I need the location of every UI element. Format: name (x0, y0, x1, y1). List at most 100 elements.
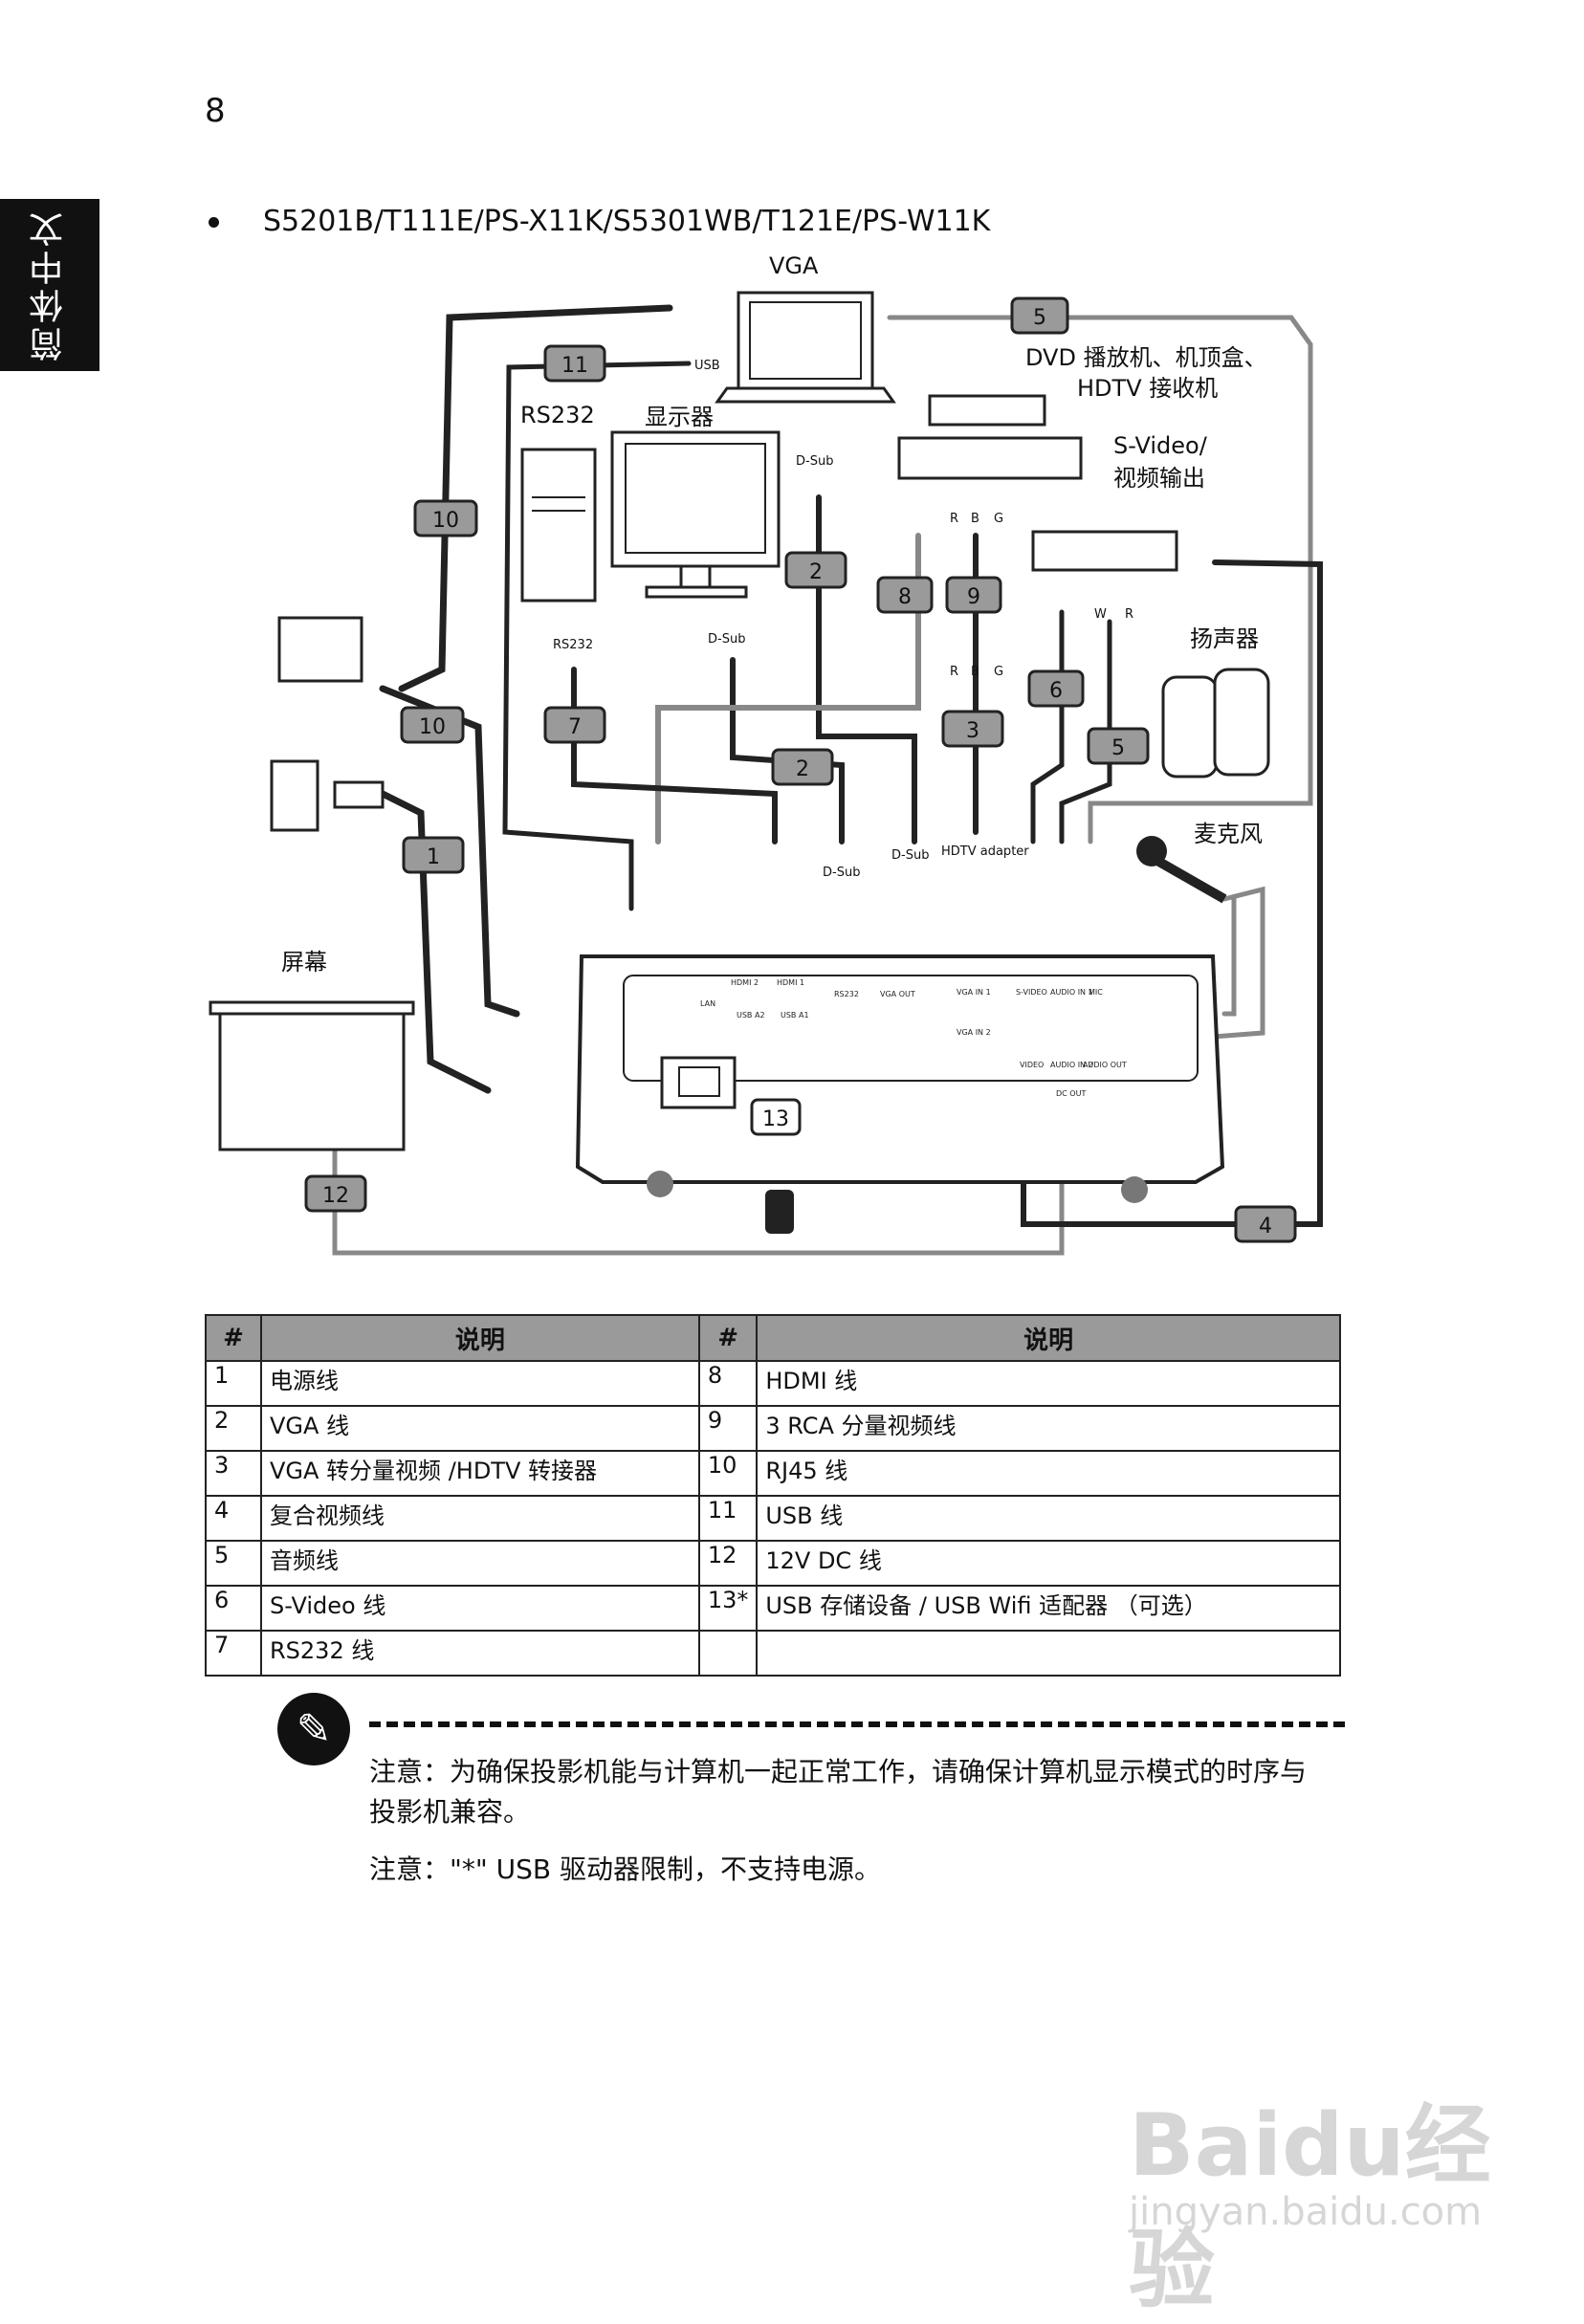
page-number: 8 (205, 92, 226, 130)
svg-text:D-Sub: D-Sub (708, 632, 745, 647)
cable-vga-laptop (816, 494, 917, 844)
lan-wall-socket (277, 616, 363, 683)
svg-text:AUDIO IN 2: AUDIO IN 2 (1050, 1061, 1093, 1069)
svg-text:DC OUT: DC OUT (1056, 1089, 1086, 1098)
connection-diagram: 5 11 10 2 8 9 6 3 10 7 5 2 1 13 12 4 USB… (209, 252, 1323, 1256)
svg-text:B: B (971, 512, 979, 526)
svg-text:S-Video/: S-Video/ (1113, 432, 1208, 459)
svg-text:2: 2 (796, 757, 809, 781)
cable-tag-9: 9 (945, 576, 1002, 614)
svg-text:G: G (994, 665, 1003, 679)
cable-tag-4: 4 (1234, 1205, 1297, 1243)
svg-text:AUDIO IN 1: AUDIO IN 1 (1050, 988, 1093, 997)
device-labels: VGA DVD 播放机、机顶盒、 HDTV 接收机 S-Video/ 视频输出 … (281, 252, 1267, 976)
cable-power (379, 790, 492, 1094)
cable-tag-10-bottom: 10 (400, 706, 465, 744)
cable-speaker (1221, 896, 1237, 1017)
svg-text:6: 6 (1049, 679, 1063, 703)
svg-text:USB: USB (694, 359, 720, 373)
svg-text:D-Sub: D-Sub (823, 866, 860, 880)
svg-text:5: 5 (1111, 736, 1125, 760)
svg-text:VGA: VGA (769, 252, 819, 279)
set-top-box (1031, 530, 1178, 572)
svg-text:VGA OUT: VGA OUT (880, 990, 915, 998)
svg-text:VGA IN 2: VGA IN 2 (957, 1028, 991, 1037)
svg-text:11: 11 (561, 354, 588, 378)
microphone (1136, 836, 1227, 904)
svg-text:R: R (1125, 607, 1133, 622)
power-outlet (270, 759, 385, 832)
svg-text:13: 13 (762, 1107, 789, 1131)
svg-text:8: 8 (898, 585, 912, 609)
svg-text:HDTV adapter: HDTV adapter (941, 844, 1029, 859)
pen-note-icon: ✎ (277, 1693, 350, 1765)
note-usb: 注意："*" USB 驱动器限制，不支持电源。 (369, 1853, 882, 1885)
svg-text:D-Sub: D-Sub (796, 454, 833, 469)
speakers (1161, 668, 1270, 778)
baidu-watermark: Baidu经验 jingyan.baidu.com (1129, 2037, 1511, 2320)
svg-text:3: 3 (966, 719, 979, 743)
model-names: S5201B/T111E/PS-X11K/S5301WB/T121E/PS-W1… (263, 205, 991, 238)
svg-text:USB A1: USB A1 (781, 1011, 809, 1019)
cable-tags: 5 11 10 2 8 9 6 3 10 7 5 2 1 13 12 4 (304, 296, 1297, 1243)
language-side-tab: 简体中文 (0, 199, 99, 371)
cable-tag-10-top: 10 (413, 499, 478, 537)
cable-tag-5-top: 5 (1010, 296, 1069, 335)
cable-tag-13: 13 (750, 1098, 802, 1136)
cable-svideo (1030, 609, 1065, 844)
cable-tag-6: 6 (1027, 669, 1085, 708)
cables (332, 304, 1323, 1256)
connector-labels: USB D-Sub D-Sub RS232 D-Sub D-Sub HDTV a… (553, 359, 1133, 880)
monitor (610, 430, 781, 599)
bullet-icon (209, 217, 219, 228)
svg-text:B: B (971, 665, 979, 679)
note-compatibility: 注意：为确保投影机能与计算机一起正常工作，请确保计算机显示模式的时序与投影机兼容… (369, 1756, 1308, 1828)
svg-text:HDMI 2: HDMI 2 (731, 978, 759, 987)
svg-text:RS232: RS232 (834, 990, 859, 998)
svg-text:G: G (994, 512, 1003, 526)
cable-hdmi (655, 533, 921, 844)
projection-screen (209, 1000, 415, 1151)
svg-text:D-Sub: D-Sub (891, 848, 929, 863)
svg-text:VIDEO: VIDEO (1020, 1061, 1044, 1069)
dvd-player (897, 394, 1083, 480)
svg-text:1: 1 (427, 845, 440, 869)
svg-text:显示器: 显示器 (645, 404, 714, 430)
cable-tag-1: 1 (402, 836, 465, 874)
note-divider (369, 1721, 1345, 1727)
cable-audio-rca (1059, 619, 1112, 844)
svg-text:AUDIO OUT: AUDIO OUT (1083, 1061, 1127, 1069)
svg-text:7: 7 (568, 715, 582, 739)
cable-tag-12: 12 (304, 1174, 367, 1213)
svg-text:4: 4 (1259, 1215, 1272, 1239)
projector (575, 954, 1225, 1234)
cable-tag-2-top: 2 (784, 551, 847, 589)
cable-rj45-top (398, 304, 673, 692)
svg-text:屏幕: 屏幕 (281, 949, 327, 976)
svg-text:MIC: MIC (1089, 988, 1103, 997)
cable-tag-2-bottom: 2 (771, 748, 834, 786)
svg-text:10: 10 (419, 715, 446, 739)
svg-text:R: R (950, 665, 958, 679)
svg-text:R: R (950, 512, 958, 526)
projector-panel-labels: HDMI 2 HDMI 1 RS232 VGA OUT VGA IN 1 VGA… (700, 978, 1127, 1098)
svg-text:HDMI 1: HDMI 1 (777, 978, 804, 987)
svg-text:RS232: RS232 (553, 638, 593, 652)
model-line: S5201B/T111E/PS-X11K/S5301WB/T121E/PS-W1… (209, 205, 990, 238)
svg-text:9: 9 (967, 585, 980, 609)
svg-text:W: W (1094, 607, 1107, 622)
svg-text:RS232: RS232 (520, 402, 595, 428)
cable-tag-5-bottom: 5 (1087, 727, 1150, 765)
svg-text:DVD 播放机、机顶盒、: DVD 播放机、机顶盒、 (1025, 344, 1267, 371)
table-header-num: # (697, 1314, 759, 1362)
svg-text:12: 12 (322, 1184, 349, 1208)
svg-text:LAN: LAN (700, 999, 715, 1008)
